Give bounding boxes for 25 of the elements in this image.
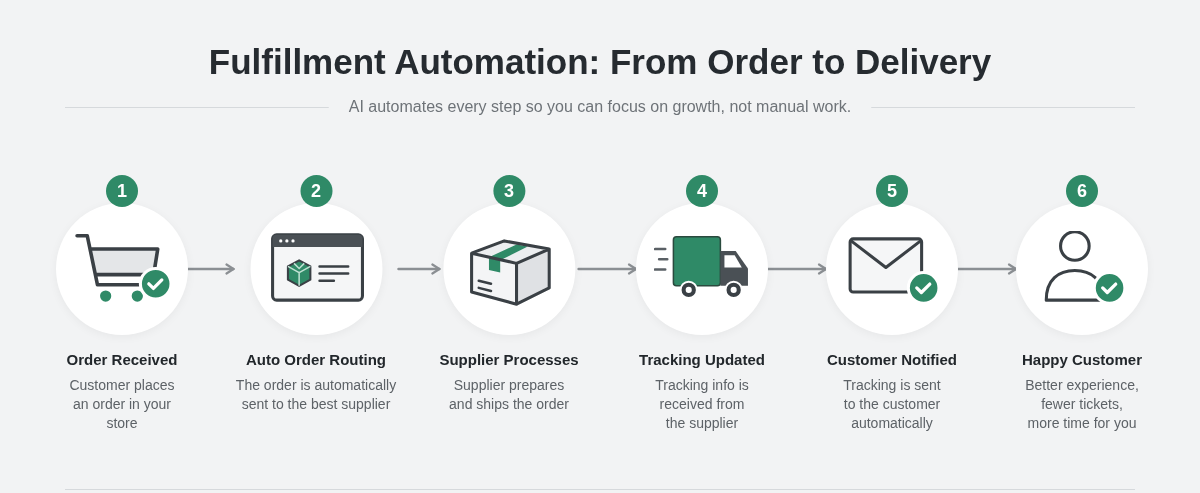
step-number-badge: 4 [686,175,718,207]
step-number-badge: 1 [106,175,138,207]
arrow [186,263,235,275]
step-description: Tracking info is received from the supplier [654,376,750,433]
step-description: Supplier prepares and ships the order [448,376,570,414]
step-description: Customer places an order in your store [68,376,176,433]
step-description: The order is automatically sent to the best supplier [234,376,398,414]
arrow [956,263,1018,275]
arrow [577,263,638,275]
step-number-badge: 5 [876,175,908,207]
subtitle: AI automates every step so you can focus on growth, not manual work. [348,97,852,117]
step-number-badge: 6 [1066,175,1098,207]
step-title: Happy Customer [1022,350,1142,370]
step-title: Tracking Updated [639,350,765,370]
step-description: Better experience, fewer tickets, more time for you [1024,376,1140,433]
arrow [766,263,828,275]
step-title: Supplier Processes [439,350,579,370]
step-number-badge: 2 [300,175,332,207]
step-description: Tracking is sent to the customer automatically [842,376,942,433]
step-title: Auto Order Routing [246,350,386,370]
arrow [397,263,441,275]
step-title: Order Received [66,350,178,370]
page-title: Fulfillment Automation: From Order to Delivery [208,41,992,83]
step-number-badge: 3 [493,175,525,207]
step-title: Customer Notified [827,350,957,370]
